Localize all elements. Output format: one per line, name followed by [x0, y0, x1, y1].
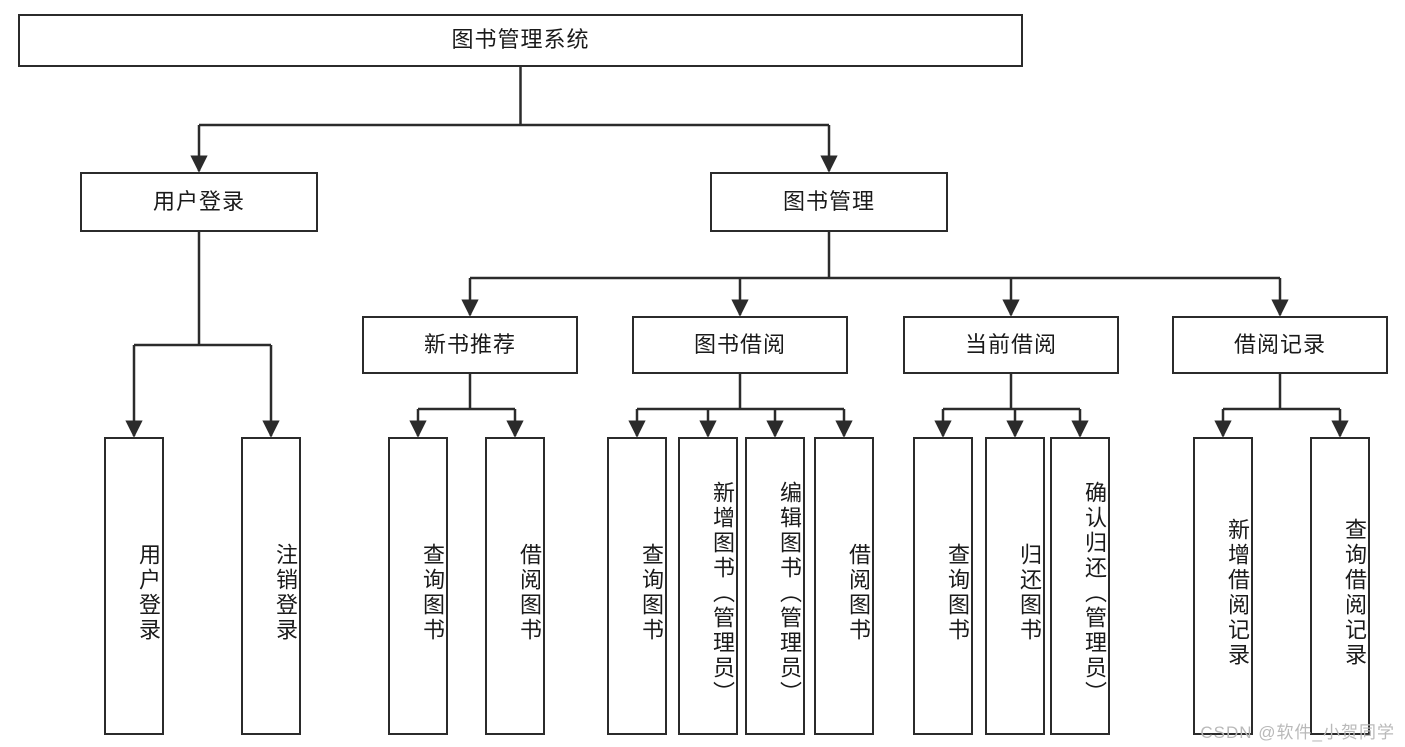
- node-label: 借阅记录: [1233, 331, 1326, 357]
- node-label: 借阅图书: [517, 543, 542, 643]
- node-login[interactable]: 用户登录: [80, 172, 318, 232]
- node-leaf-query-record[interactable]: 查询借阅记录: [1310, 437, 1370, 735]
- node-leaf-confirm-return[interactable]: 确认归还（管理员）: [1050, 437, 1110, 735]
- node-label: 用户登录: [136, 543, 161, 643]
- node-leaf-borrow-book-2[interactable]: 借阅图书: [814, 437, 874, 735]
- node-label: 注销登录: [273, 543, 298, 643]
- node-borrow[interactable]: 图书借阅: [632, 316, 848, 374]
- node-label: 编辑图书（管理员）: [777, 480, 802, 706]
- node-label: 用户登录: [152, 188, 245, 214]
- node-label: 查询图书: [420, 543, 445, 643]
- node-label: 确认归还（管理员）: [1082, 480, 1107, 706]
- node-label: 查询图书: [945, 543, 970, 643]
- node-root[interactable]: 图书管理系统: [18, 14, 1023, 67]
- node-leaf-borrow-book-1[interactable]: 借阅图书: [485, 437, 545, 735]
- node-records[interactable]: 借阅记录: [1172, 316, 1388, 374]
- node-label: 图书借阅: [693, 331, 786, 357]
- node-current[interactable]: 当前借阅: [903, 316, 1119, 374]
- node-leaf-return-book[interactable]: 归还图书: [985, 437, 1045, 735]
- node-label: 查询图书: [639, 543, 664, 643]
- node-label: 借阅图书: [846, 543, 871, 643]
- node-leaf-add-record[interactable]: 新增借阅记录: [1193, 437, 1253, 735]
- node-leaf-query-book-1[interactable]: 查询图书: [388, 437, 448, 735]
- node-leaf-add-book[interactable]: 新增图书（管理员）: [678, 437, 738, 735]
- csdn-watermark: CSDN @软件_小贺同学: [1200, 723, 1395, 742]
- node-newbook[interactable]: 新书推荐: [362, 316, 578, 374]
- node-label: 新增借阅记录: [1225, 518, 1250, 668]
- node-leaf-query-book-2[interactable]: 查询图书: [607, 437, 667, 735]
- node-leaf-logout[interactable]: 注销登录: [241, 437, 301, 735]
- node-label: 查询借阅记录: [1342, 518, 1367, 668]
- node-leaf-edit-book[interactable]: 编辑图书（管理员）: [745, 437, 805, 735]
- node-bookmgmt[interactable]: 图书管理: [710, 172, 948, 232]
- node-label: 归还图书: [1017, 543, 1042, 643]
- node-label: 新书推荐: [423, 331, 516, 357]
- node-leaf-user-login[interactable]: 用户登录: [104, 437, 164, 735]
- node-label: 当前借阅: [964, 331, 1057, 357]
- node-label: 图书管理: [782, 188, 875, 214]
- node-label: 图书管理系统: [451, 27, 590, 53]
- node-leaf-query-book-3[interactable]: 查询图书: [913, 437, 973, 735]
- node-label: 新增图书（管理员）: [710, 480, 735, 706]
